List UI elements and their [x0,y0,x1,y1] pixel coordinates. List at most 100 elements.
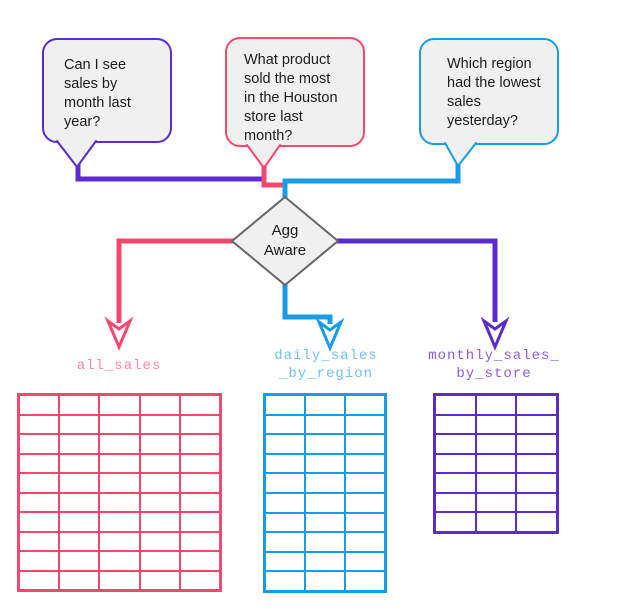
table-cell [20,513,59,531]
table-cell [517,454,556,473]
connector-q1-to-diamond [75,160,262,182]
table-cell [100,396,139,414]
table-cell [60,435,99,453]
table-cell [140,493,179,511]
table-cell [20,552,59,570]
table-cell [20,532,59,550]
table-cell [476,474,516,492]
table-cell [517,474,556,492]
table-cell [436,396,475,414]
bubble-tail-q1 [56,140,97,168]
table-cell [306,513,344,532]
table-cell [180,454,219,472]
table-cell [180,513,219,531]
diamond-label: Agg Aware [263,222,307,259]
table-cell [20,474,59,492]
table-cell [20,571,59,589]
table-cell [100,454,139,472]
table-cell [436,454,475,473]
table-cell [346,474,384,492]
table-cell [346,513,384,532]
table-cell [20,493,59,511]
table-cell [346,415,384,434]
table-cell [346,494,384,512]
table-cell [180,396,219,414]
table-cell [306,552,344,571]
table-cell [517,493,556,512]
table-cell [140,571,179,589]
table-cell [140,532,179,550]
table-cell [476,454,516,473]
table-cell [266,494,304,512]
table-cell [60,513,99,531]
connector-q2-to-diamond [261,162,284,188]
table-cell [180,435,219,453]
table-cell [140,435,179,453]
speech-bubble-q3: Which region had the lowest sales yester… [419,38,559,145]
table-cell [20,396,59,414]
table-cell [346,572,384,590]
table-cell [346,533,384,551]
table-all-sales [17,393,222,592]
table-cell [266,454,304,473]
table-cell [346,396,384,414]
table-cell [180,415,219,433]
table-cell [180,493,219,511]
table-cell [517,513,556,531]
table-cell [266,435,304,453]
table-cell [436,513,475,531]
table-cell [476,435,516,453]
table-cell [60,552,99,570]
arrow-down-icon [315,317,345,352]
table-cell [306,572,344,590]
connector-diamond-to-all-sales [116,238,234,323]
bubble-tail-q3 [444,142,477,167]
table-cell [140,454,179,472]
connector-diamond-to-daily-sales [282,283,333,324]
table-cell [100,532,139,550]
table-cell [60,396,99,414]
table-cell [60,532,99,550]
table-label-all-sales: all_sales [76,358,162,374]
table-cell [100,552,139,570]
table-cell [140,396,179,414]
table-cell [476,396,516,414]
table-cell [306,435,344,453]
table-cell [60,415,99,433]
table-cell [100,435,139,453]
table-cell [266,552,304,571]
table-cell [476,513,516,531]
table-cell [306,533,344,551]
table-cell [180,532,219,550]
table-label-daily-sales-by-region: daily_sales _by_region [274,348,378,382]
table-cell [436,415,475,434]
arrow-down-icon [104,316,134,351]
table-cell [100,513,139,531]
table-cell [180,571,219,589]
table-cell [436,474,475,492]
table-cell [60,454,99,472]
table-cell [266,572,304,590]
table-cell [100,493,139,511]
table-cell [346,552,384,571]
table-cell [266,513,304,532]
arrow-down-icon [480,316,510,351]
table-cell [266,396,304,414]
table-label-monthly-sales-by-store: monthly_sales_ by_store [428,348,560,382]
table-cell [306,396,344,414]
table-cell [346,435,384,453]
table-cell [517,396,556,414]
table-cell [436,493,475,512]
table-cell [476,493,516,512]
table-cell [140,474,179,492]
table-cell [476,415,516,434]
table-monthly-sales-by-store [433,393,559,534]
table-cell [140,415,179,433]
table-cell [20,415,59,433]
table-cell [306,454,344,473]
bubble-tail-q2 [246,144,281,169]
table-cell [140,513,179,531]
table-cell [306,474,344,492]
table-cell [517,415,556,434]
